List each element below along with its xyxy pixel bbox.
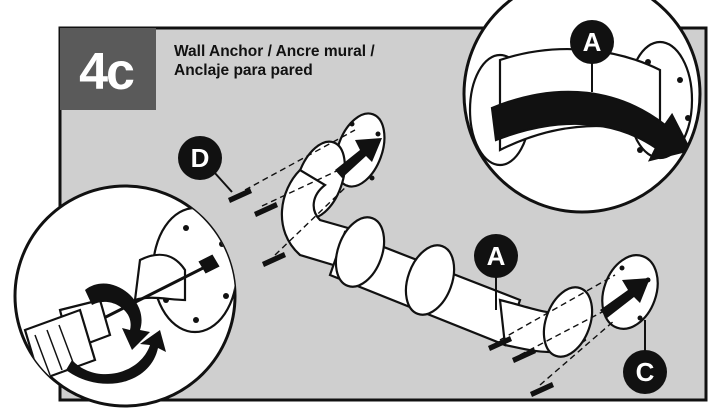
callout-label: D: [191, 143, 210, 173]
callout-label: A: [487, 241, 506, 271]
title-line-2: Anclaje para pared: [174, 62, 313, 79]
callout-flange: C: [623, 320, 667, 394]
callout-label: A: [583, 27, 602, 57]
title-line-1: Wall Anchor / Ancre mural /: [174, 43, 375, 60]
screw: [262, 252, 286, 267]
direction-arrow-icon: [600, 278, 650, 318]
rotate-arrow-icon: [85, 283, 150, 350]
direction-arrow-icon: [335, 138, 382, 178]
screws: [228, 188, 554, 397]
tube-ring-right: [404, 244, 456, 316]
rotate-arrow-icon: [66, 330, 166, 384]
tube-ring-left: [334, 216, 386, 288]
flange-right: [542, 286, 594, 358]
screw: [254, 202, 278, 217]
callout-inset-top: A: [570, 20, 614, 92]
callout-label: C: [636, 357, 655, 387]
inset-screwdriver-detail: [13, 184, 237, 408]
callout-bar: A: [474, 234, 518, 310]
screw: [530, 382, 554, 397]
screw: [488, 336, 512, 351]
step-title: Wall Anchor / Ancre mural / Anclaje para…: [174, 42, 375, 80]
screw: [228, 188, 252, 203]
inset-rotation-detail: [462, 0, 702, 214]
callout-screw: D: [178, 136, 233, 193]
screw: [512, 348, 536, 363]
step-number: 4c: [79, 43, 135, 101]
step-box: [60, 28, 156, 110]
